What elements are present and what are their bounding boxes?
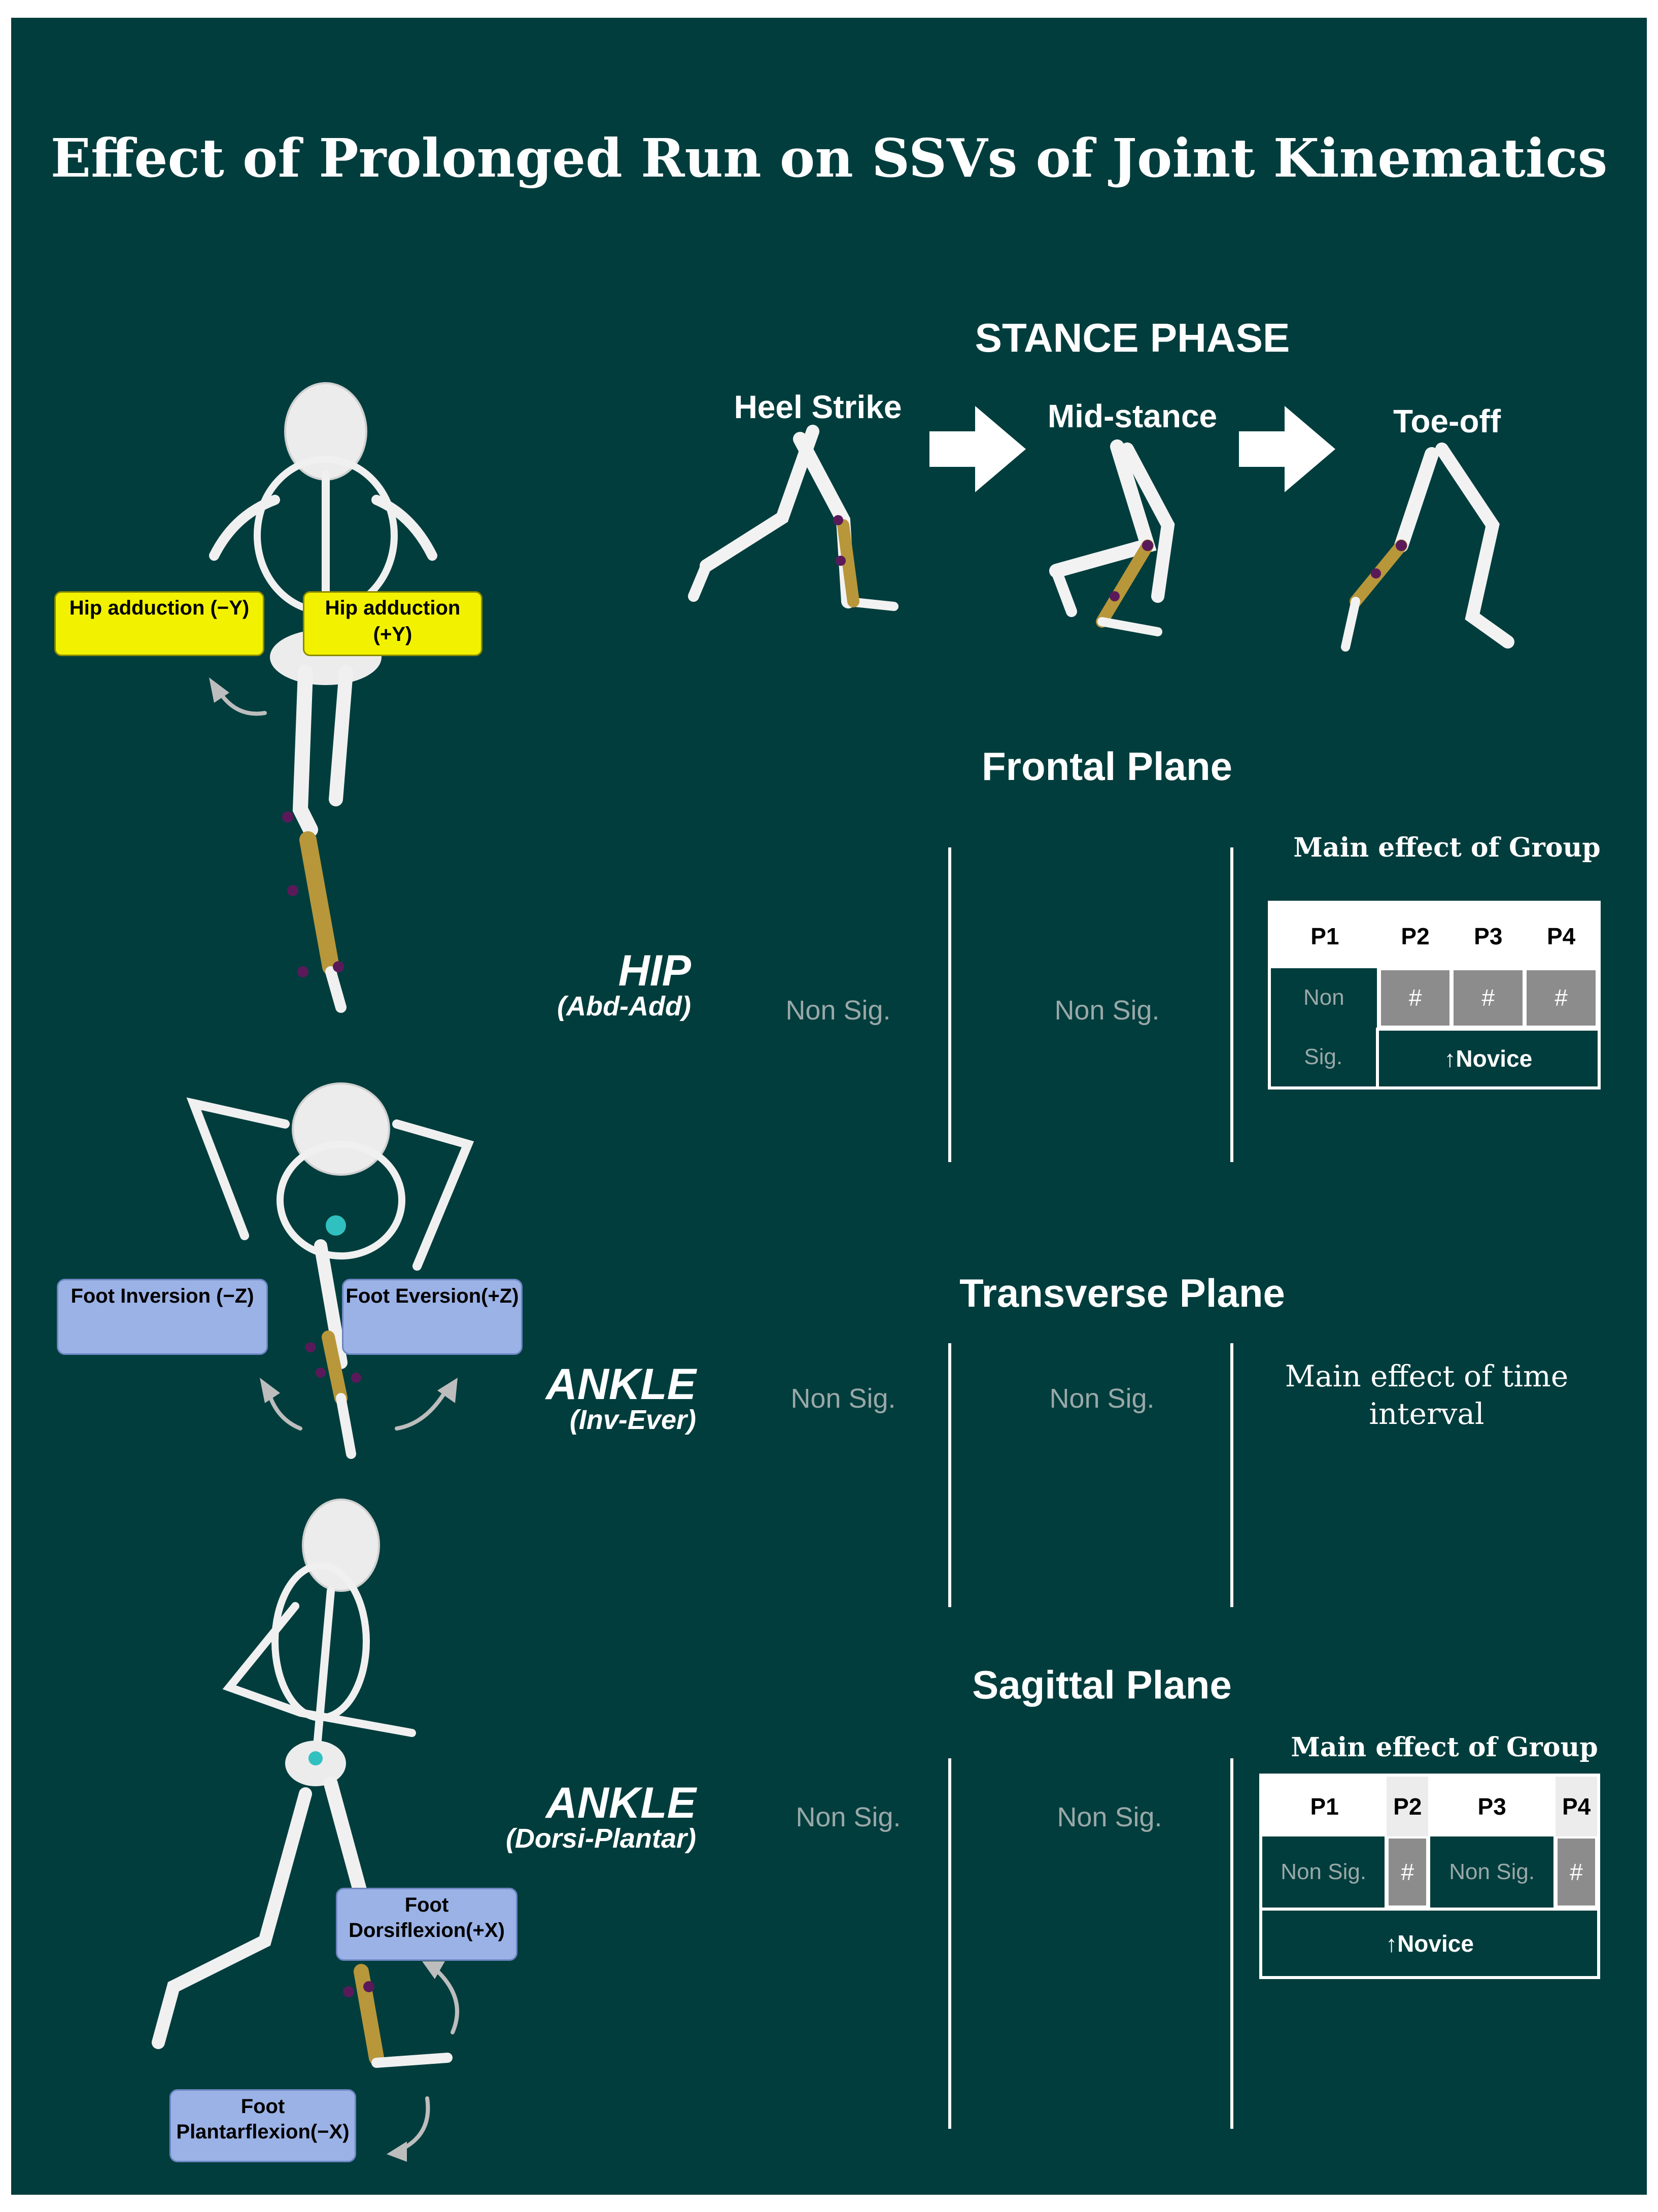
joint-motion: (Dorsi-Plantar) [505, 1823, 696, 1854]
transverse-main-effect-time: Main effect of time interval [1285, 1359, 1569, 1431]
frontal-col2-result: Non Sig. [1054, 995, 1160, 1026]
transverse-col2-result: Non Sig. [1049, 1383, 1155, 1414]
p1-nonsig-bottom: Sig. [1271, 1027, 1379, 1086]
sagittal-plane-heading: Sagittal Plane [972, 1662, 1232, 1707]
phase-toe-off: Toe-off [1393, 403, 1501, 439]
phase-mid-stance: Mid-stance [1047, 398, 1218, 434]
joint-name: ANKLE [545, 1779, 696, 1827]
sagittal-col2-result: Non Sig. [1057, 1802, 1162, 1832]
joint-name: ANKLE [545, 1360, 696, 1409]
p4-mark: # [1525, 968, 1598, 1028]
divider-sagittal-2 [1230, 1758, 1233, 2129]
header-p4: P4 [1556, 1777, 1597, 1836]
frontal-main-effect-title: Main effect of Group [1293, 832, 1601, 863]
label-hip-adduction-pos: Hip adduction (+Y) [303, 591, 482, 656]
phase-heel-strike: Heel Strike [734, 389, 902, 425]
hip-joint-label: HIP (Abd-Add) [468, 949, 691, 1020]
frontal-plane-heading: Frontal Plane [981, 744, 1233, 789]
divider-frontal-2 [1230, 847, 1233, 1162]
joint-motion: (Abd-Add) [557, 991, 691, 1022]
phase-arrow-1 [929, 406, 1026, 492]
sagittal-result-table: P1 P2 P3 P4 Non Sig. # Non Sig. # ↑Novic… [1259, 1774, 1600, 1979]
label-foot-dorsiflexion: Foot Dorsiflexion(+X) [336, 1888, 517, 1961]
p1-nonsig: Non Sig. [1262, 1836, 1387, 1908]
novice-footer: ↑Novice [1378, 1027, 1598, 1086]
header-p1: P1 [1271, 904, 1379, 969]
figure-panel: Effect of Prolonged Run on SSVs of Joint… [11, 18, 1647, 2195]
p4-mark: # [1556, 1836, 1597, 1908]
frontal-col1-result: Non Sig. [785, 995, 891, 1026]
skeleton-frontal [209, 382, 437, 1013]
p3-mark: # [1452, 968, 1525, 1028]
divider-frontal-1 [948, 847, 951, 1162]
mid-stance-leg [1049, 439, 1175, 636]
sagittal-main-effect-title: Main effect of Group [1291, 1732, 1598, 1763]
toe-off-leg [1341, 443, 1514, 652]
stance-phase-heading: STANCE PHASE [975, 315, 1290, 360]
figure-title: Effect of Prolonged Run on SSVs of Joint… [50, 127, 1608, 189]
label-foot-plantarflexion: Foot Plantarflexion(−X) [169, 2089, 356, 2162]
transverse-col1-result: Non Sig. [790, 1383, 896, 1414]
label-foot-eversion: Foot Eversion(+Z) [342, 1279, 523, 1355]
header-p3: P3 [1428, 1777, 1556, 1836]
joint-motion: (Inv-Ever) [569, 1405, 696, 1435]
phase-arrow-2 [1239, 406, 1335, 492]
header-p3: P3 [1452, 904, 1525, 969]
heel-strike-leg [688, 425, 899, 611]
skeleton-sagittal [152, 1499, 459, 2162]
p3-nonsig: Non Sig. [1428, 1836, 1556, 1908]
novice-footer: ↑Novice [1262, 1908, 1597, 1976]
label-foot-inversion: Foot Inversion (−Z) [57, 1279, 268, 1355]
p2-mark: # [1378, 968, 1452, 1028]
divider-transverse-2 [1230, 1343, 1233, 1607]
header-p1: P1 [1262, 1777, 1387, 1836]
transverse-plane-heading: Transverse Plane [959, 1271, 1285, 1315]
header-p4: P4 [1525, 904, 1598, 969]
p2-mark: # [1387, 1836, 1429, 1908]
sagittal-col1-result: Non Sig. [796, 1802, 901, 1832]
ankle-inv-ever-label: ANKLE (Inv-Ever) [468, 1363, 696, 1434]
frontal-result-table: P1 P2 P3 P4 Non # # # Sig. ↑Novice [1268, 901, 1601, 1090]
skeleton-transverse [186, 1082, 474, 1459]
p1-nonsig-top: Non [1271, 968, 1379, 1028]
joint-name: HIP [618, 946, 691, 995]
label-hip-adduction-neg: Hip adduction (−Y) [54, 591, 264, 656]
header-p2: P2 [1387, 1777, 1429, 1836]
divider-sagittal-1 [948, 1758, 951, 2129]
divider-transverse-1 [948, 1343, 951, 1607]
header-p2: P2 [1378, 904, 1452, 969]
ankle-dorsi-plantar-label: ANKLE (Dorsi-Plantar) [442, 1781, 696, 1852]
